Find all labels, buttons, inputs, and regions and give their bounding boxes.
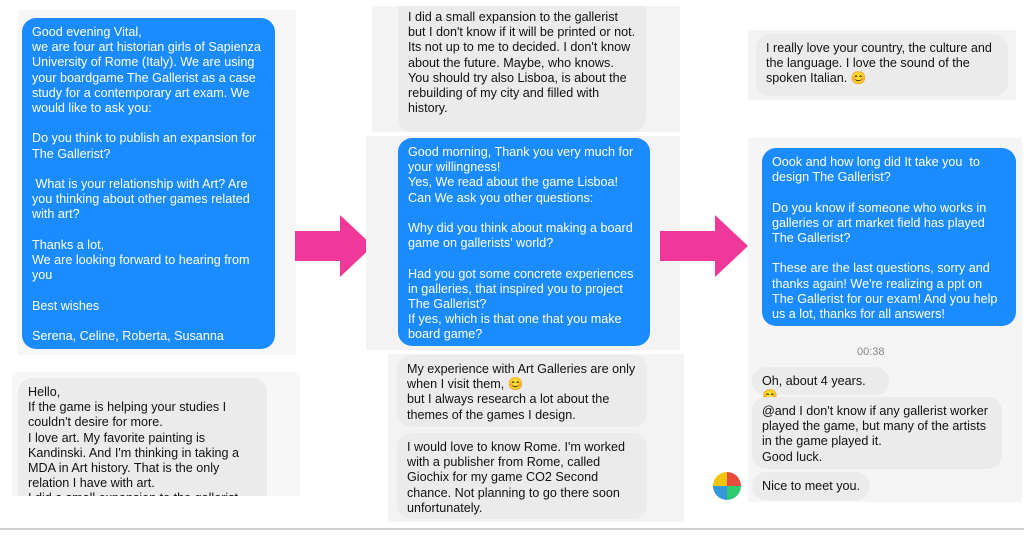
message-bubble-received[interactable]: I really love your country, the culture …: [756, 34, 1008, 96]
message-bubble-sent[interactable]: Good morning, Thank you very much for yo…: [398, 138, 650, 346]
message-bubble-received[interactable]: Oh, about 4 years. 😊: [752, 367, 889, 403]
message-bubble-received[interactable]: My experience with Art Galleries are onl…: [397, 355, 647, 427]
arrow-right-icon: [660, 215, 748, 277]
message-bubble-received[interactable]: I did a small expansion to the gallerist…: [398, 6, 646, 132]
message-bubble-received[interactable]: Hello, If the game is helping your studi…: [18, 378, 267, 496]
message-bubble-received[interactable]: @and I don't know if any gallerist worke…: [752, 397, 1002, 469]
message-bubble-sent[interactable]: Oook and how long did It take you to des…: [762, 148, 1016, 326]
avatar[interactable]: [713, 472, 741, 500]
divider: [0, 528, 1024, 530]
message-bubble-sent[interactable]: Good evening Vital, we are four art hist…: [22, 18, 275, 349]
message-timestamp: 00:38: [857, 346, 885, 358]
message-bubble-received[interactable]: Nice to meet you.: [752, 472, 870, 500]
arrow-right-icon: [295, 215, 373, 277]
message-bubble-received[interactable]: I would love to know Rome. I'm worked wi…: [397, 433, 647, 519]
